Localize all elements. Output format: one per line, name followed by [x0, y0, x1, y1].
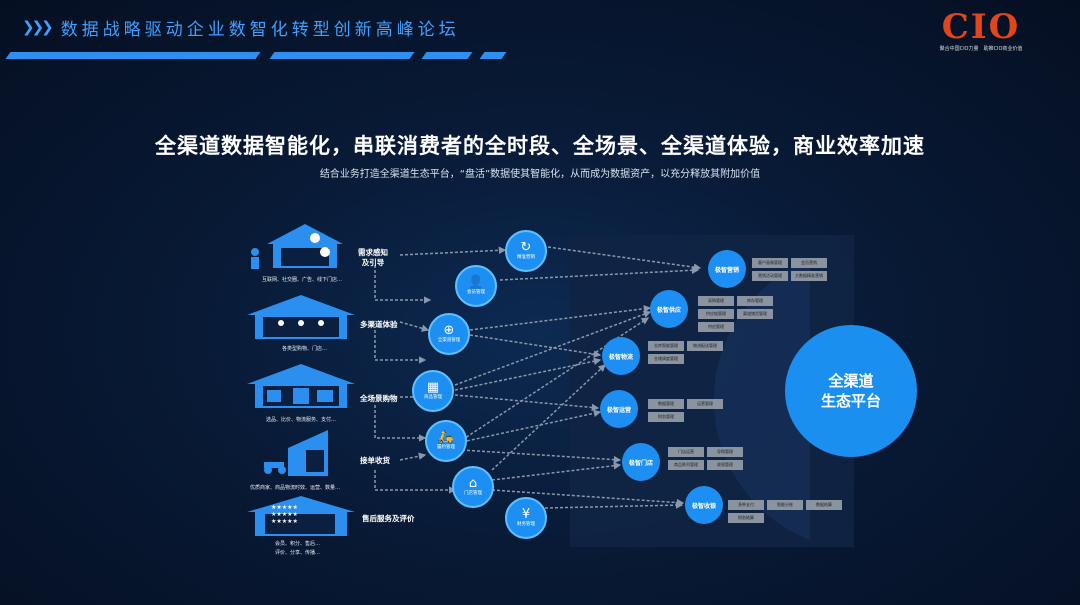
tag: 客户画像管理 [752, 258, 788, 268]
node-product-management[interactable]: ▦ 商品管理 [412, 370, 454, 412]
node-label: 门店管理 [464, 491, 482, 496]
node-member-management[interactable]: 👤 会员管理 [455, 265, 497, 307]
store-icon: ⌂ [468, 476, 478, 491]
target-cashier[interactable]: 极智收银 [685, 486, 723, 524]
globe-icon: ⊕ [443, 323, 455, 338]
target-store[interactable]: 极智门店 [622, 443, 660, 481]
house-shopping [245, 362, 357, 414]
panel-arc [713, 260, 810, 540]
stage-label: 全场景购物 [360, 394, 398, 403]
house-aftersales-icon [247, 496, 355, 536]
house-caption: 选品、比价、物流服务、支付… [266, 417, 337, 423]
tag: 大数据精准营销 [791, 271, 827, 281]
cio-logo: CIO 聚合中国CIO力量 助推CIO商业价值 [936, 7, 1026, 54]
tag: 智能分账 [767, 500, 803, 510]
grid-icon: ▦ [426, 380, 440, 395]
tag: 数据管理 [648, 399, 684, 409]
target-operations[interactable]: 极智运营 [600, 390, 638, 428]
house-multichannel [245, 293, 357, 345]
node-label: 全渠道管理 [437, 338, 461, 343]
house-shopping-icon [247, 364, 355, 408]
target-tags: 多种支付 智能分账 数据结算 财务结算 [728, 500, 858, 523]
node-finance-management[interactable]: ¥ 财务管理 [505, 497, 547, 539]
stage-label: 售后服务及评价 [362, 514, 415, 523]
ecosystem-label: 全渠道 生态平台 [820, 372, 881, 410]
target-tags: 客户画像管理 会员营销 营销活动管理 大数据精准营销 [752, 258, 862, 281]
node-label: 财务管理 [517, 522, 535, 527]
tag: 多种支付 [728, 500, 764, 510]
house-caption: 评价、分享、传播… [275, 550, 321, 556]
house-awareness [245, 222, 357, 276]
house-caption: 优质商家、商品物流时效、运营、数量… [250, 485, 341, 491]
stage-label: 接单收货 [360, 456, 390, 465]
house-delivery-icon [264, 430, 328, 476]
stage-label: 需求感知 及引导 [358, 248, 388, 267]
logo-tagline: 聚合中国CIO力量 助推CIO商业价值 [939, 46, 1023, 52]
tag: 供应链管理 [698, 309, 734, 319]
chevron-right-icon: ❯❯❯ [22, 18, 54, 36]
tag: 运营管理 [687, 399, 723, 409]
target-tags: 采购管理 库存管理 供应链管理 渠道铺货管理 供应管理 [698, 296, 808, 332]
star-rating-icon: ★★★★★ [271, 504, 298, 511]
page-title: 全渠道数据智能化，串联消费者的全时段、全场景、全渠道体验，商业效率加速 [155, 134, 925, 158]
target-tags: 仓库智能管理 物流配送管理 仓储调度管理 [648, 341, 748, 364]
page-subtitle: 结合业务打造全渠道生态平台，“盘活”数据使其智能化，从而成为数据资产，以充分释放… [319, 169, 761, 180]
house-multichannel-icon [247, 295, 355, 339]
tag: 门店运营 [668, 447, 704, 457]
node-store-management[interactable]: ⌂ 门店管理 [452, 466, 494, 508]
target-logistics[interactable]: 极智物流 [602, 337, 640, 375]
house-caption: 互联网、社交圈、广告、线下门店… [262, 277, 343, 283]
stage-label: 多渠道体验 [360, 320, 398, 329]
banner-title: 数据战略驱动企业数智化转型创新高峰论坛 [60, 19, 460, 40]
node-label: 会员管理 [467, 290, 485, 295]
star-rating-icon: ★★★★★ [271, 518, 298, 525]
tag: 商品陈列管理 [668, 460, 704, 470]
rating-stars: ★★★★★ ★★★★★ ★★★★★ [271, 504, 298, 525]
target-tags: 数据管理 运营管理 财务管理 [648, 399, 728, 422]
tag: 渠道铺货管理 [737, 309, 773, 319]
ecosystem-circle: 全渠道 生态平台 [785, 325, 917, 457]
tag: 营销活动管理 [752, 271, 788, 281]
node-label: 精准营销 [517, 255, 535, 260]
tag: 收银管理 [707, 460, 743, 470]
star-rating-icon: ★★★★★ [271, 511, 298, 518]
tag: 财务结算 [728, 513, 764, 523]
scooter-icon: 🛵 [437, 430, 455, 445]
house-caption: 会员、积分、售后… [275, 541, 321, 547]
node-omnichannel-management[interactable]: ⊕ 全渠道管理 [428, 313, 470, 355]
tag: 数据结算 [806, 500, 842, 510]
logo-text: CIO [941, 7, 1021, 47]
user-icon: 👤 [467, 275, 485, 290]
tag: 物流配送管理 [687, 341, 723, 351]
tag: 采购管理 [698, 296, 734, 306]
house-awareness-icon [251, 224, 343, 269]
target-marketing[interactable]: 极智营销 [708, 250, 746, 288]
house-caption: 各类型购物、门店… [282, 346, 328, 352]
target-supply[interactable]: 极智供应 [650, 290, 688, 328]
target-tags: 门店运营 导购管理 商品陈列管理 收银管理 [668, 447, 748, 470]
tag: 供应管理 [698, 322, 734, 332]
tag: 仓储调度管理 [648, 354, 684, 364]
node-fulfillment-management[interactable]: 🛵 履约管理 [425, 420, 467, 462]
tag: 财务管理 [648, 412, 684, 422]
tag: 仓库智能管理 [648, 341, 684, 351]
house-aftersales: ★★★★★ ★★★★★ ★★★★★ [245, 496, 357, 542]
node-label: 履约管理 [437, 445, 455, 450]
node-label: 商品管理 [424, 395, 442, 400]
banner-bar: ❯❯❯ 数据战略驱动企业数智化转型创新高峰论坛 [22, 12, 460, 42]
refresh-icon: ↻ [520, 240, 532, 255]
tag: 库存管理 [737, 296, 773, 306]
yuan-icon: ¥ [521, 507, 531, 522]
tag: 会员营销 [791, 258, 827, 268]
tag: 导购管理 [707, 447, 743, 457]
house-delivery [258, 428, 348, 482]
node-precision-marketing[interactable]: ↻ 精准营销 [505, 230, 547, 272]
